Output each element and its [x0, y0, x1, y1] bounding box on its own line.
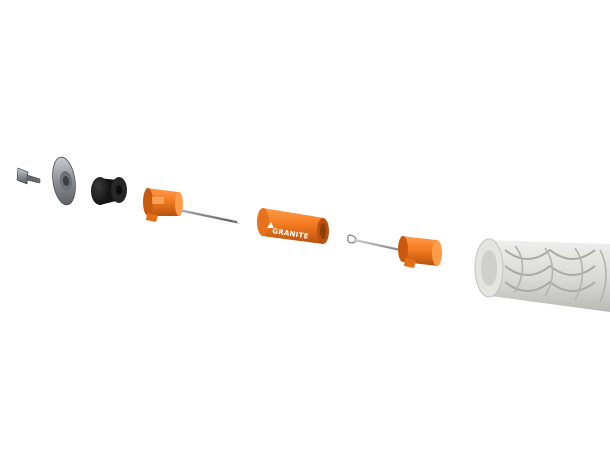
washer-icon [52, 156, 76, 206]
plug-needle-icon [143, 187, 240, 224]
tube-icon: GRANITE [257, 208, 329, 244]
plug-reamer-icon [347, 234, 442, 268]
grip-icon [474, 238, 610, 312]
bolt-icon [16, 167, 41, 185]
spacer-icon [91, 177, 127, 205]
